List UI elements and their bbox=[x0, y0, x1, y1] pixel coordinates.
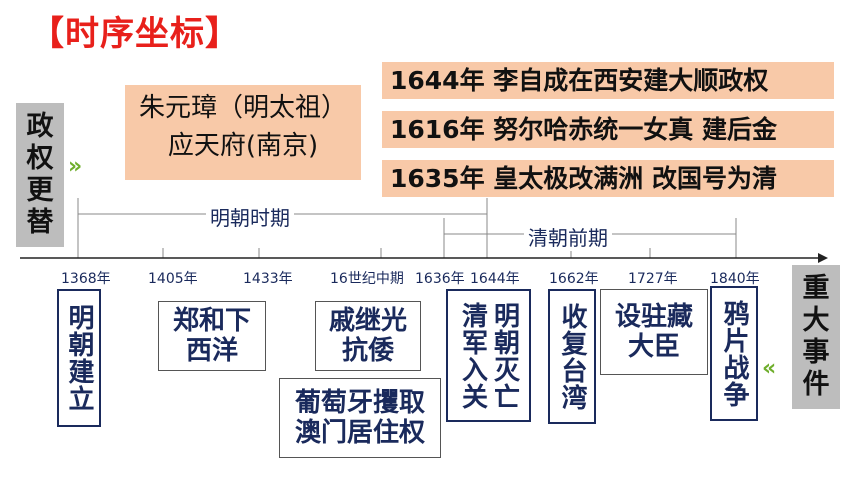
event-tibet: 设驻藏 大臣 bbox=[600, 289, 708, 375]
major-events-char: 重 bbox=[802, 273, 830, 304]
major-events-char: 事 bbox=[802, 337, 830, 368]
event-tibet-line: 设驻藏 bbox=[614, 302, 693, 332]
event-qing-enter: 清军入关 bbox=[457, 301, 488, 410]
event-qijiguang-line: 抗倭 bbox=[341, 336, 394, 366]
event-ming-fall-qing-enter: 清军入关 明朝灭亡 bbox=[446, 289, 531, 422]
page-title: 【时序坐标】 bbox=[30, 14, 240, 54]
regime-change-char: 政 bbox=[26, 111, 54, 142]
event-macau-line: 澳门居住权 bbox=[294, 418, 425, 448]
tick-1405: 1405年 bbox=[148, 271, 198, 287]
zhu-yuanzhang-line: 朱元璋（明太祖） bbox=[138, 93, 347, 123]
event-zhenghe-voyages: 郑和下 西洋 bbox=[158, 301, 266, 371]
tick-1433: 1433年 bbox=[243, 271, 293, 287]
event-tibet-line: 大臣 bbox=[627, 332, 680, 362]
event-qijiguang: 戚继光 抗倭 bbox=[315, 301, 421, 371]
regime-item-houjin: 1616年 努尔哈赤统一女真 建后金 bbox=[382, 111, 834, 148]
tick-1840: 1840年 bbox=[710, 271, 760, 287]
zhu-yuanzhang-box: 朱元璋（明太祖） 应天府(南京) bbox=[125, 85, 361, 180]
regime-item-dashun: 1644年 李自成在西安建大顺政权 bbox=[382, 62, 834, 99]
chevron-left-icon: « bbox=[762, 356, 777, 381]
event-zhenghe-line: 郑和下 bbox=[172, 306, 251, 336]
event-ming-founded: 明朝建立 bbox=[57, 289, 101, 427]
event-macau-line: 葡萄牙攫取 bbox=[294, 388, 425, 418]
tick-1662: 1662年 bbox=[549, 271, 599, 287]
chevron-right-icon: » bbox=[68, 154, 83, 179]
event-opium-war: 鸦片战争 bbox=[710, 286, 758, 421]
qing-period-label: 清朝前期 bbox=[524, 222, 612, 251]
major-events-char: 大 bbox=[802, 305, 830, 336]
regime-change-label: 政 权 更 替 bbox=[16, 103, 64, 247]
tick-1727: 1727年 bbox=[628, 271, 678, 287]
tick-1644: 1644年 bbox=[470, 271, 520, 287]
event-zhenghe-line: 西洋 bbox=[185, 336, 238, 366]
regime-item-qing: 1635年 皇太极改满洲 改国号为清 bbox=[382, 160, 834, 197]
event-qijiguang-line: 戚继光 bbox=[328, 306, 407, 336]
ming-period-label: 明朝时期 bbox=[206, 202, 294, 231]
capital-line: 应天府(南京) bbox=[167, 131, 319, 161]
regime-change-char: 权 bbox=[26, 143, 54, 174]
tick-16th-century: 16世纪中期 bbox=[330, 271, 404, 287]
major-events-label: 重 大 事 件 bbox=[792, 265, 840, 409]
tick-1636: 1636年 bbox=[415, 271, 465, 287]
major-events-char: 件 bbox=[802, 369, 830, 400]
event-taiwan: 收复台湾 bbox=[548, 289, 596, 424]
regime-change-char: 替 bbox=[26, 207, 54, 238]
regime-change-char: 更 bbox=[26, 175, 54, 206]
event-ming-fall: 明朝灭亡 bbox=[489, 301, 520, 410]
event-macau: 葡萄牙攫取 澳门居住权 bbox=[279, 378, 441, 458]
tick-1368: 1368年 bbox=[61, 271, 111, 287]
